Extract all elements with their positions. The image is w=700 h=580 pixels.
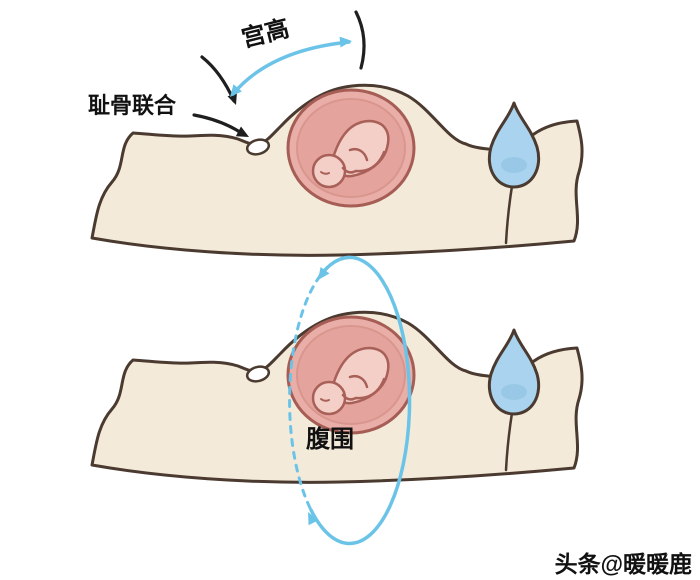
fundal-height-arrow [231,40,351,96]
pubic-symphysis-arrow [192,113,245,136]
fundal-bracket-left-arrowhead-icon [227,92,237,105]
pubic-symphysis-marker [245,138,271,156]
fetus-head [311,153,347,189]
circumference-arrowhead-bottom-icon [308,512,319,526]
watermark: 头条@暖暖鹿 [555,551,692,577]
pregnant-torso-upper [90,83,584,257]
fetus-body [331,119,390,178]
fetus-eye-icon [320,171,330,175]
chest-crease [504,184,514,245]
fundal-bracket-left [200,55,236,103]
abdominal-circumference-label: 腹围 [306,425,354,453]
pregnant-torso-lower [90,310,584,484]
fundal-height-arrowhead-right-icon [339,36,352,48]
abdominal-circumference-ellipse-dashed [288,274,322,512]
abdominal-circumference-ellipse-solid [309,255,412,546]
pubic-symphysis-label: 耻骨联合 [88,93,177,118]
fetus-leg [354,150,386,173]
breast-drop-shade [501,157,527,173]
circumference-arrowhead-top-icon [318,267,330,280]
pubic-symphysis-arrowhead-icon [235,126,249,137]
fetus-arm [348,147,369,162]
fundal-height-arrowhead-left-icon [230,84,242,97]
fetus-foot [341,166,358,174]
fundal-height-label: 宫高 [239,14,292,53]
breast-drop-shape [488,101,540,189]
fundal-bracket-right [354,10,366,70]
